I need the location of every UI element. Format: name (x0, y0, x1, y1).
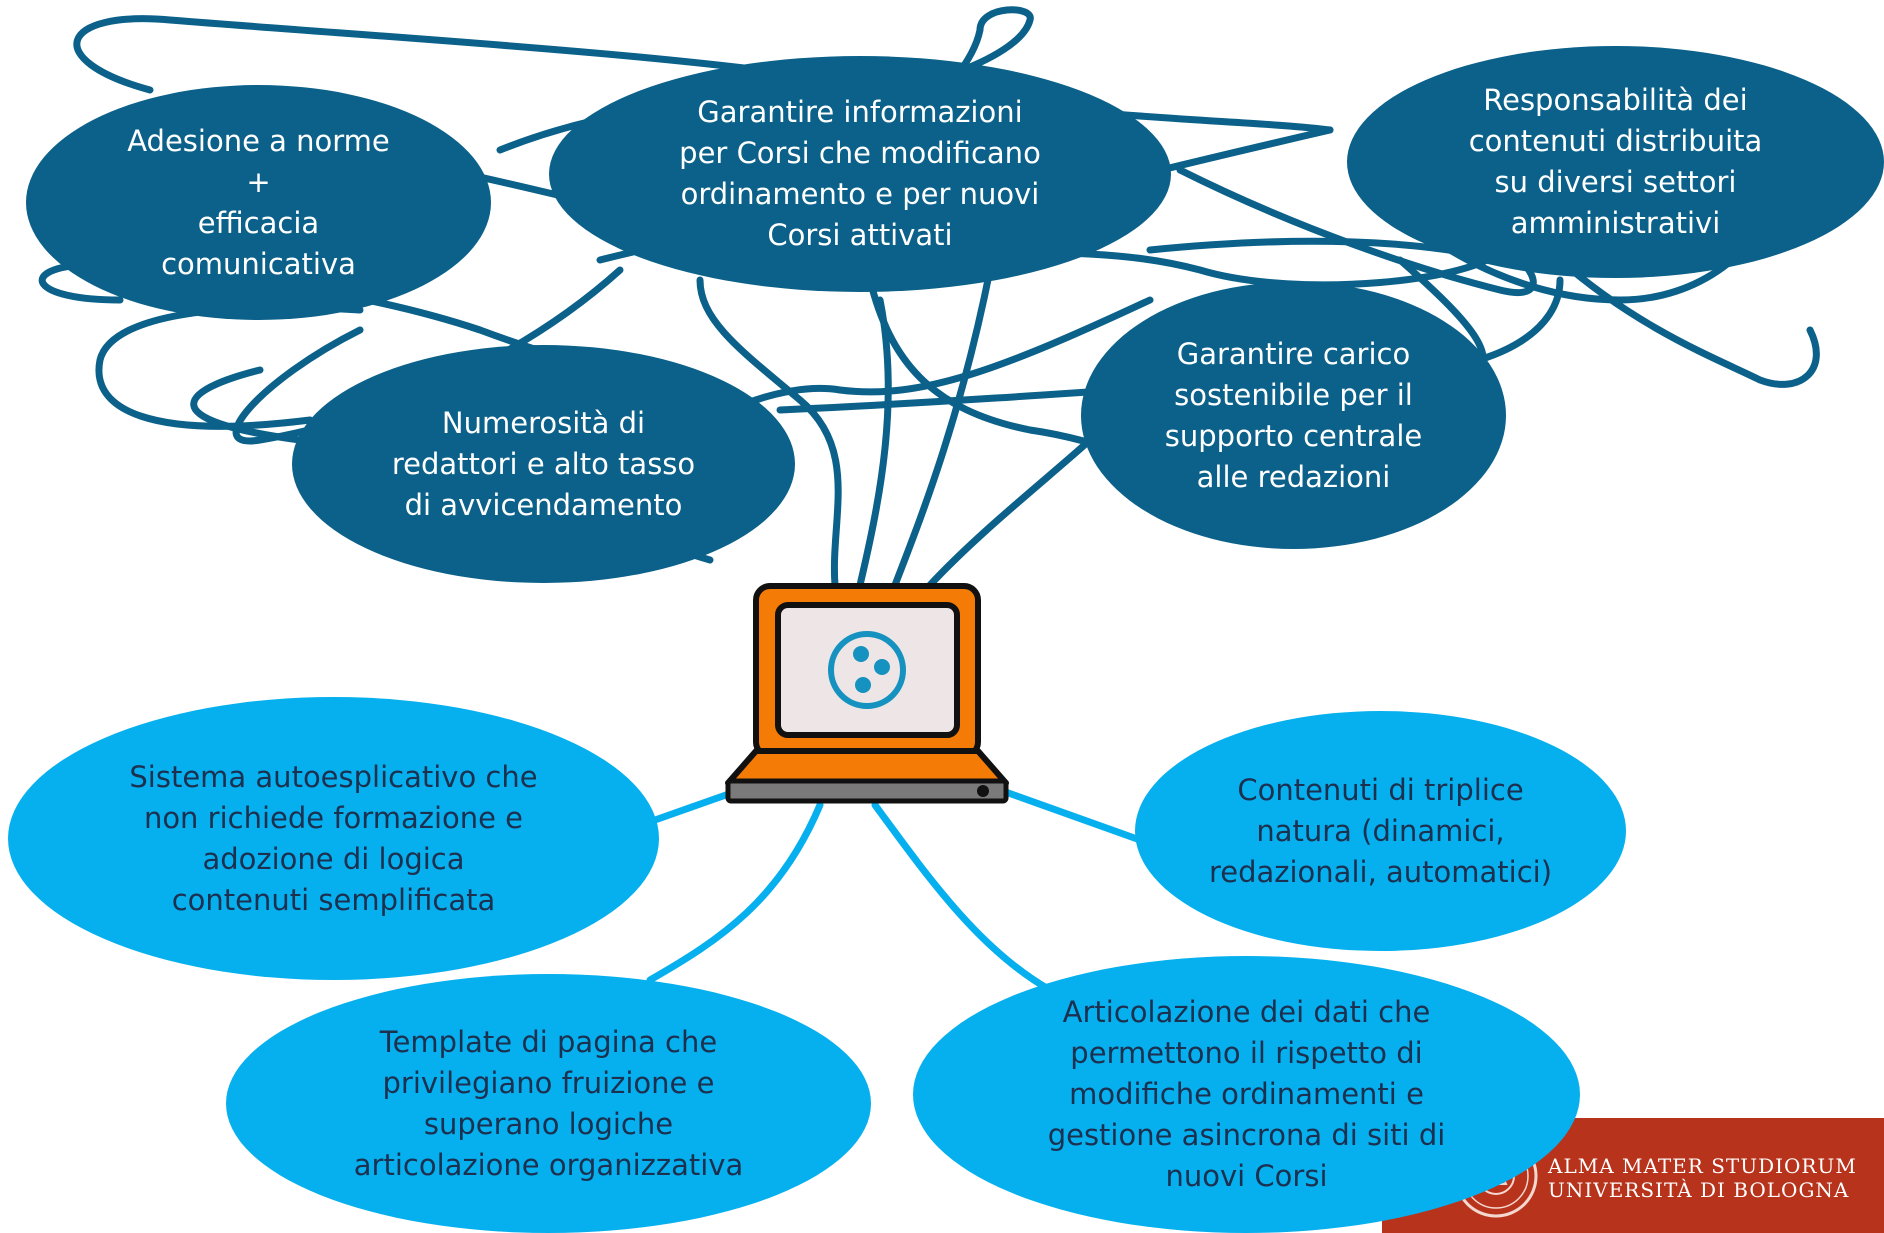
node-adesione: Adesione a norme + efficacia comunicativ… (26, 85, 491, 320)
node-text: Template di pagina che privilegiano frui… (353, 1024, 744, 1182)
node-contenuti: Contenuti di triplice natura (dinamici, … (1135, 711, 1626, 951)
drupal-logo-icon (828, 631, 906, 709)
tangle-line (190, 366, 304, 444)
light-line (646, 801, 824, 984)
node-text: Adesione a norme + efficacia comunicativ… (127, 123, 390, 281)
node-responsabilita: Responsabilità dei contenuti distribuita… (1347, 46, 1884, 278)
node-text: Contenuti di triplice natura (dinamici, … (1208, 772, 1553, 889)
node-template: Template di pagina che privilegiano frui… (226, 974, 871, 1233)
node-numerosita: Numerosità di redattori e alto tasso di … (292, 345, 795, 583)
tangle-line (1556, 256, 1820, 388)
laptop-line (891, 266, 994, 589)
light-line (871, 801, 1054, 994)
node-text: Garantire informazioni per Corsi che mod… (679, 95, 1041, 252)
tangle-line (73, 15, 1334, 134)
node-text: Garantire carico sostenibile per il supp… (1164, 336, 1423, 494)
laptop-line (696, 276, 842, 589)
node-text: Responsabilità dei contenuti distribuita… (1468, 83, 1763, 240)
node-articolazione: Articolazione dei dati che permettono il… (913, 956, 1580, 1233)
node-text: Numerosità di redattori e alto tasso di … (391, 405, 696, 522)
node-sistema: Sistema autoesplicativo che non richiede… (8, 697, 659, 980)
university-name: ALMA MATER STUDIORUM UNIVERSITÀ DI BOLOG… (1548, 1154, 1857, 1202)
node-garantire-carico: Garantire carico sostenibile per il supp… (1081, 282, 1506, 549)
laptop-line (856, 296, 892, 589)
light-line (996, 786, 1144, 844)
node-garantire-informazioni: Garantire informazioni per Corsi che mod… (549, 56, 1171, 292)
laptop-icon (725, 583, 1009, 804)
node-text: Sistema autoesplicativo che non richiede… (129, 759, 538, 917)
node-text: Articolazione dei dati che permettono il… (1047, 995, 1446, 1193)
